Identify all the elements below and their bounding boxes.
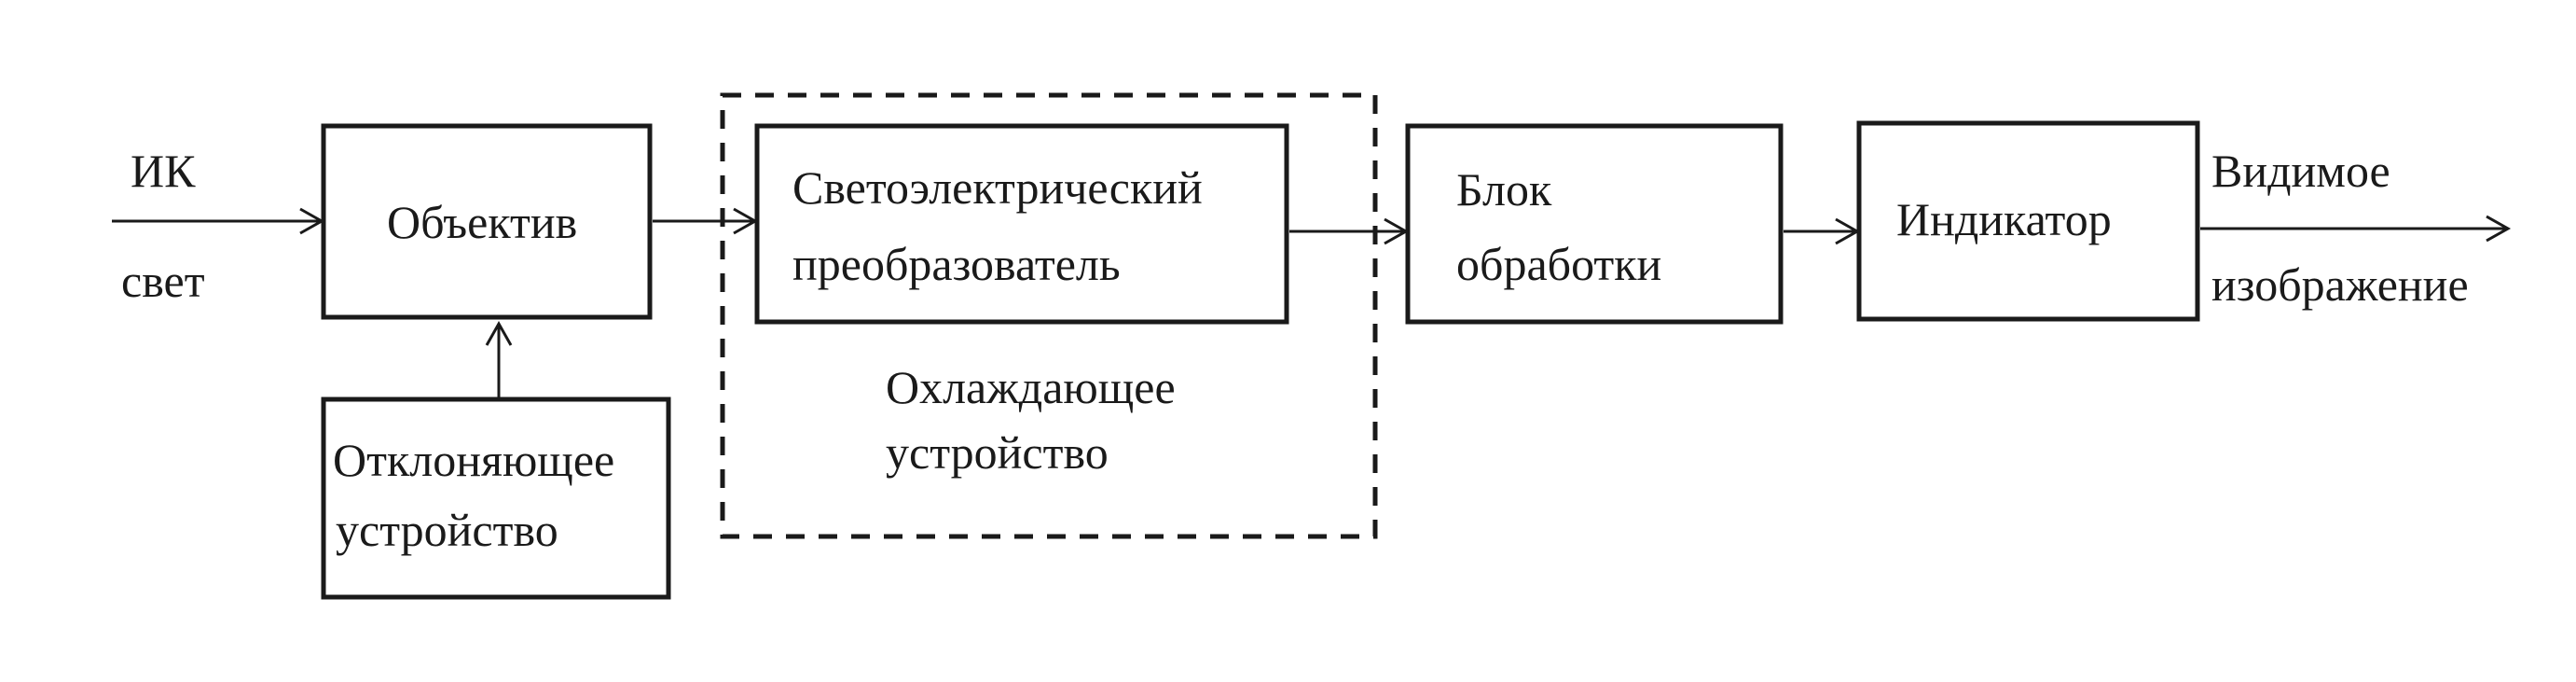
cooler-label-line1: Охлаждающее: [886, 361, 1176, 413]
lens-to-converter-arrow: [653, 207, 759, 235]
output-label-top: Видимое: [2211, 145, 2390, 197]
lens-label: Объектив: [387, 196, 577, 248]
input-label-top: ИК: [131, 145, 196, 197]
deflector-label-line2: устройство: [336, 504, 558, 556]
cooling-enclosure: [720, 92, 1378, 539]
output-label-bottom: изображение: [2211, 258, 2469, 311]
processing-label-line1: Блок: [1456, 163, 1552, 216]
processing-label-line2: обработки: [1456, 238, 1661, 290]
indicator-label: Индикатор: [1896, 193, 2112, 245]
processing-block: [1405, 123, 1784, 325]
converter-label-line1: Светоэлектрический: [792, 161, 1203, 214]
indicator-block: [1856, 120, 2200, 322]
deflector-label-line1: Отклоняющее: [333, 434, 614, 486]
converter-block: [754, 123, 1289, 325]
converter-label-line2: преобразователь: [792, 238, 1121, 290]
deflector-arrow: [485, 320, 513, 399]
lens-block: [321, 123, 653, 320]
converter-to-processing-arrow: [1289, 217, 1410, 245]
output-arrow: [2200, 215, 2512, 243]
processing-to-indicator-arrow: [1784, 217, 1861, 245]
cooler-label-line2: устройство: [886, 426, 1109, 479]
input-arrow: [112, 207, 325, 235]
input-label-bottom: свет: [121, 255, 205, 307]
deflector-block: [321, 397, 671, 600]
